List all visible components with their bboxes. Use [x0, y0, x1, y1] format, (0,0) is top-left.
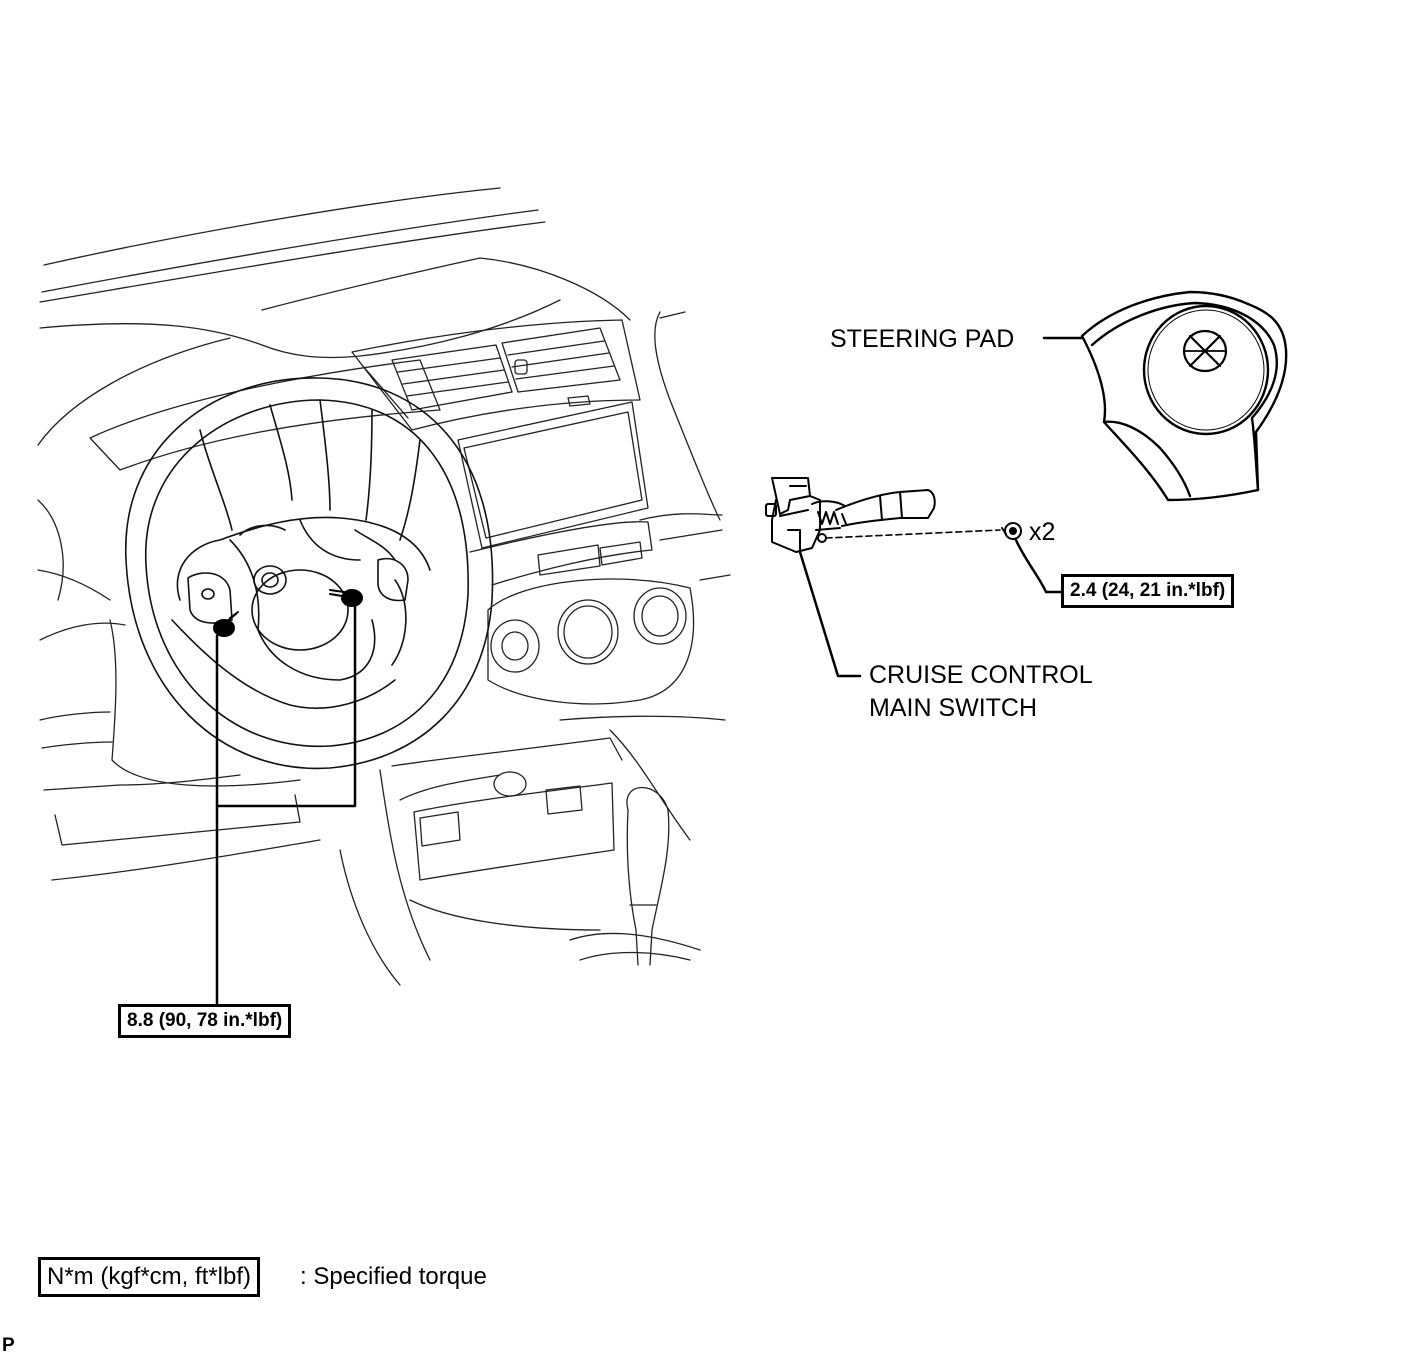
steering-pad-screw-right [329, 589, 363, 607]
switch-screw [1001, 522, 1022, 540]
cruise-control-label-line2: MAIN SWITCH [869, 694, 1038, 722]
page-marker: P [2, 1335, 15, 1356]
quantity-label: x2 [1029, 518, 1056, 546]
pad-screw-leader [215, 604, 357, 1010]
cruise-control-switch-illustration [765, 477, 936, 553]
switch-screw-torque-box: 2.4 (24, 21 in.*lbf) [1061, 574, 1235, 608]
switch-screw-dashed-path [825, 529, 1001, 539]
torque-legend-description: : Specified torque [300, 1263, 487, 1290]
pad-screw-torque-box: 8.8 (90, 78 in.*lbf) [118, 1004, 292, 1038]
dashboard-outline [37, 187, 731, 881]
steering-pad-screw-left [213, 611, 239, 637]
switch-torque-leader [1014, 538, 1064, 594]
steering-pad-illustration [1080, 290, 1288, 502]
climate-control-knobs [487, 578, 695, 705]
cruise-control-leader [798, 550, 862, 678]
center-console [339, 737, 701, 986]
cruise-control-label-line1: CRUISE CONTROL [869, 661, 1093, 689]
steering-pad-label: STEERING PAD [830, 325, 1015, 353]
torque-unit-legend-box: N*m (kgf*cm, ft*lbf) [38, 1257, 261, 1297]
center-air-vents [351, 319, 641, 431]
steering-wheel [125, 377, 494, 770]
center-display [457, 401, 653, 586]
